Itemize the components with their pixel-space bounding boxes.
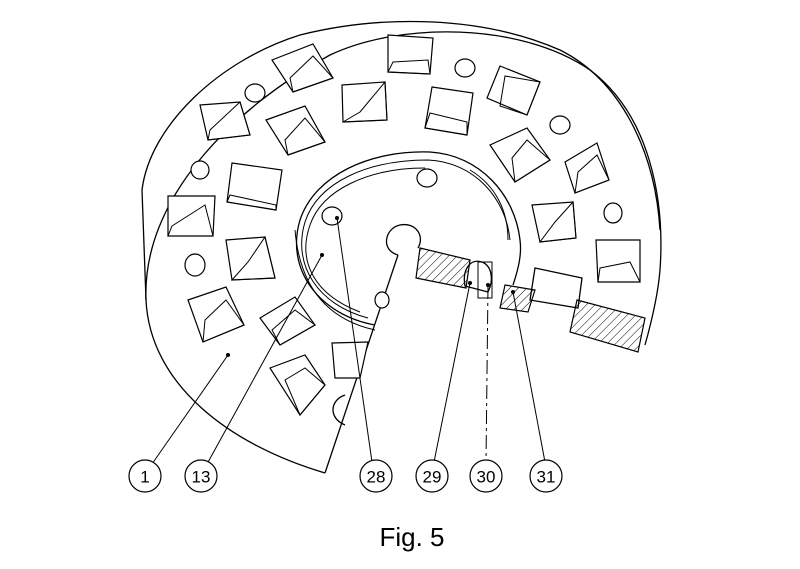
leader-13 — [206, 254, 323, 465]
pocket — [387, 34, 434, 75]
leader-1-dot — [226, 353, 230, 357]
leader-lines — [151, 216, 546, 465]
holes — [184, 58, 623, 426]
callout-1-label: 1 — [140, 468, 149, 487]
pocket — [531, 200, 577, 243]
hole — [332, 394, 346, 426]
leader-30-dot — [486, 283, 490, 287]
pocket — [331, 341, 369, 379]
hole — [603, 202, 623, 224]
pocket — [595, 239, 641, 283]
pocket — [271, 43, 334, 93]
pocket — [486, 65, 541, 116]
callout-28: 28 — [359, 459, 393, 493]
hatched-part-31a — [499, 284, 536, 313]
pocket — [259, 296, 316, 346]
pocket — [167, 195, 216, 237]
callout-29: 29 — [415, 459, 449, 493]
hole — [321, 206, 343, 226]
callout-31: 31 — [529, 459, 563, 493]
hatched-part-29 — [415, 247, 471, 289]
leader-30 — [485, 284, 489, 463]
part-30 — [477, 261, 493, 299]
leader-28 — [336, 217, 373, 463]
inner-bore — [294, 151, 522, 331]
leader-13-dot — [320, 253, 324, 257]
hole — [374, 291, 390, 309]
callout-31-label: 31 — [537, 468, 556, 487]
leader-1 — [151, 354, 229, 465]
leader-31-dot — [511, 290, 515, 294]
callout-28-label: 28 — [367, 468, 386, 487]
callout-30-label: 30 — [477, 468, 496, 487]
pocket — [341, 80, 388, 123]
pocket — [199, 101, 251, 141]
pocket — [226, 162, 283, 211]
block-31 — [529, 267, 583, 309]
callout-13: 13 — [184, 459, 218, 493]
callout-30: 30 — [469, 459, 503, 493]
callout-29-label: 29 — [423, 468, 442, 487]
hole — [184, 253, 206, 277]
hole — [416, 168, 438, 188]
pocket — [424, 86, 474, 136]
leader-29 — [433, 282, 471, 463]
pocket — [564, 142, 610, 194]
pockets — [167, 34, 641, 417]
callout-1: 1 — [128, 459, 162, 493]
pocket — [489, 127, 551, 183]
figure-caption: Fig. 5 — [379, 522, 444, 552]
pocket — [225, 235, 276, 281]
section-parts — [415, 247, 646, 353]
leader-31 — [512, 291, 546, 463]
leader-29-dot — [468, 281, 472, 285]
pocket — [187, 286, 245, 343]
leader-28-dot — [335, 216, 339, 220]
pocket — [265, 105, 326, 156]
hatched-part-31b — [569, 299, 646, 353]
ring-body — [141, 20, 662, 474]
hole — [549, 115, 571, 135]
hole — [244, 83, 266, 103]
callout-13-label: 13 — [192, 468, 211, 487]
hole — [190, 160, 210, 180]
pocket — [269, 354, 326, 417]
hole — [454, 58, 476, 78]
